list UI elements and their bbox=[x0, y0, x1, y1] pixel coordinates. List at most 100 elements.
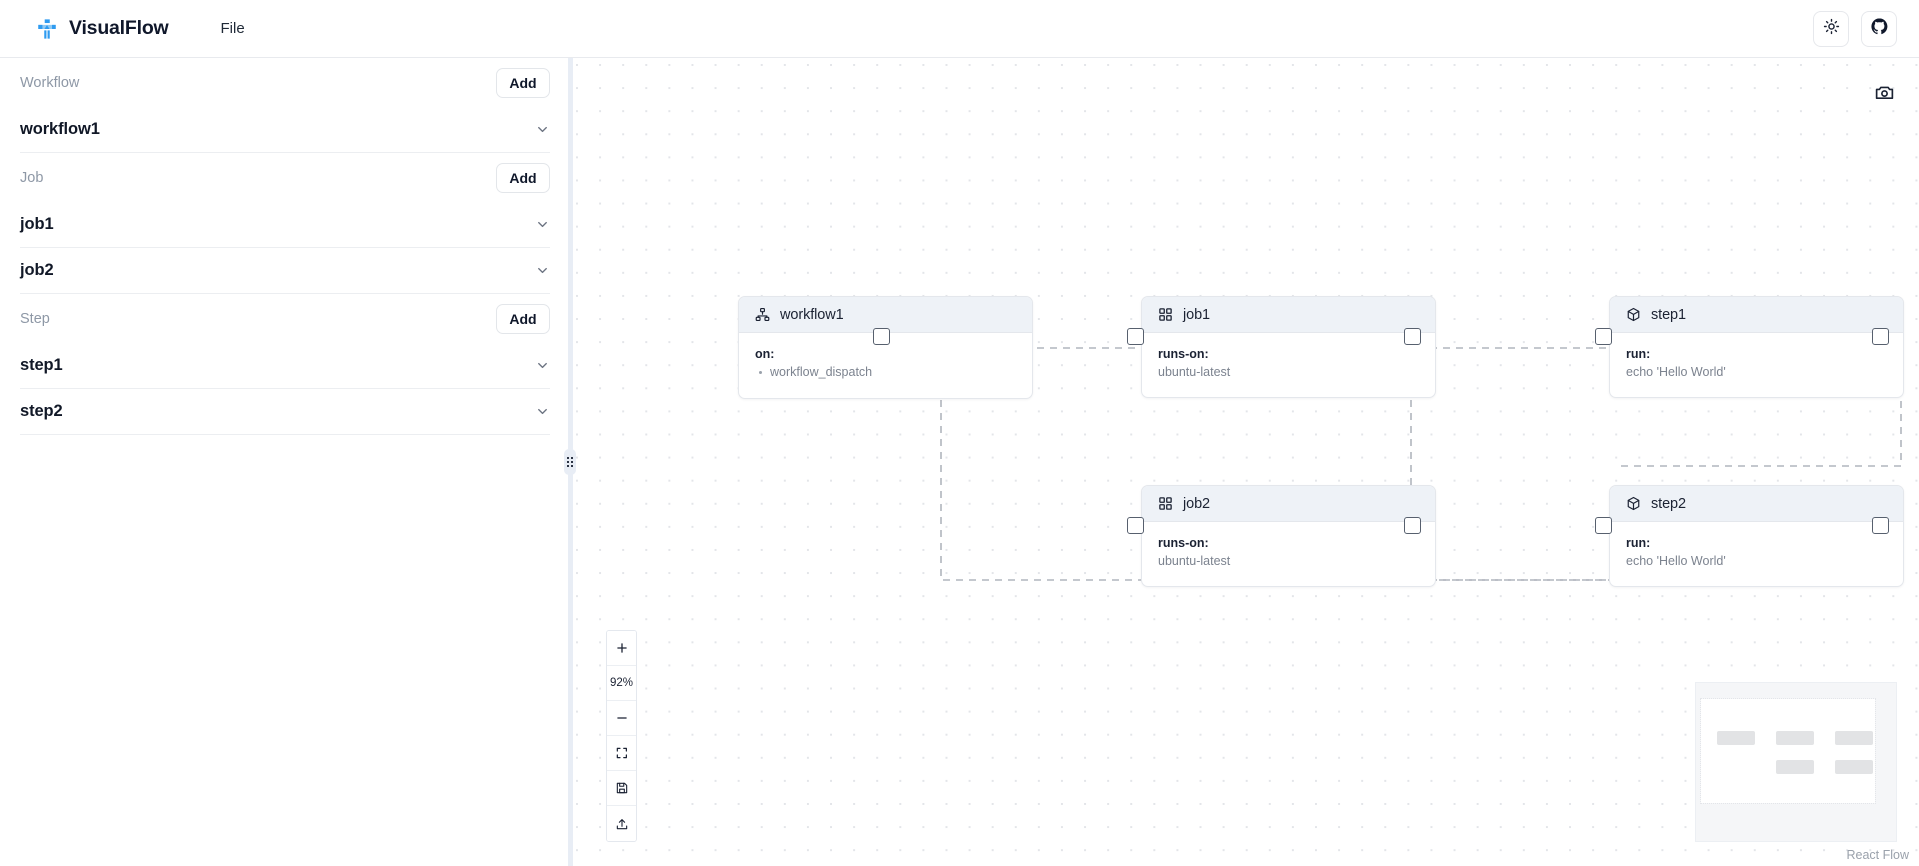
theme-toggle-button[interactable] bbox=[1813, 10, 1849, 47]
node-title: workflow1 bbox=[780, 306, 844, 323]
sidebar-item-job2[interactable]: job2 bbox=[20, 248, 550, 294]
handle-step1-target[interactable] bbox=[1595, 328, 1612, 345]
hierarchy-icon bbox=[755, 307, 770, 322]
sidebar-item-label: job2 bbox=[20, 261, 54, 279]
app-header: VisualFlow File bbox=[0, 0, 1919, 58]
flow-canvas[interactable]: workflow1 on: workflow_dispatch bbox=[571, 58, 1919, 866]
chevron-down-icon[interactable] bbox=[535, 217, 550, 232]
cube-icon bbox=[1626, 496, 1641, 511]
node-body: run: echo 'Hello World' bbox=[1610, 333, 1903, 397]
github-link-button[interactable] bbox=[1861, 10, 1897, 47]
chevron-down-icon[interactable] bbox=[535, 358, 550, 373]
minus-icon bbox=[615, 711, 629, 725]
node-value: ubuntu-latest bbox=[1158, 553, 1231, 568]
minimap-node bbox=[1776, 760, 1814, 774]
chevron-down-icon[interactable] bbox=[535, 263, 550, 278]
node-body: on: workflow_dispatch bbox=[739, 333, 1032, 398]
node-title: job1 bbox=[1183, 306, 1211, 323]
node-value-list: workflow_dispatch bbox=[755, 363, 1016, 382]
app-body: Workflow Add workflow1 Job Add job1 bbox=[0, 58, 1919, 866]
export-button[interactable] bbox=[607, 806, 636, 841]
plus-icon bbox=[615, 641, 629, 655]
node-key: run: bbox=[1626, 347, 1651, 361]
node-step2[interactable]: step2 run: echo 'Hello World' bbox=[1609, 485, 1904, 587]
menu-file[interactable]: File bbox=[220, 20, 245, 37]
sidebar-item-job1[interactable]: job1 bbox=[20, 202, 550, 248]
sidebar-item-step1[interactable]: step1 bbox=[20, 343, 550, 389]
app-title: VisualFlow bbox=[69, 17, 169, 39]
cube-icon bbox=[1626, 307, 1641, 322]
chevron-down-icon[interactable] bbox=[535, 122, 550, 137]
node-value: echo 'Hello World' bbox=[1626, 553, 1726, 568]
add-step-button[interactable]: Add bbox=[496, 303, 550, 334]
handle-step1-source[interactable] bbox=[1872, 328, 1889, 345]
sun-icon bbox=[1823, 18, 1840, 40]
minimap[interactable] bbox=[1695, 682, 1897, 842]
sidebar-section-title-workflow: Workflow bbox=[20, 74, 80, 91]
github-icon bbox=[1870, 17, 1889, 41]
node-value: echo 'Hello World' bbox=[1626, 364, 1726, 379]
node-step1[interactable]: step1 run: echo 'Hello World' bbox=[1609, 296, 1904, 398]
canvas-controls: 92% bbox=[606, 630, 637, 842]
save-button[interactable] bbox=[607, 771, 636, 806]
node-key: runs-on: bbox=[1158, 347, 1209, 361]
minimap-viewport[interactable] bbox=[1700, 698, 1876, 804]
flow-tree-icon bbox=[36, 18, 58, 40]
sidebar-item-step2[interactable]: step2 bbox=[20, 389, 550, 435]
minimap-node bbox=[1717, 731, 1755, 745]
handle-job1-source[interactable] bbox=[1404, 328, 1421, 345]
sidebar-section-step-header: Step Add bbox=[20, 294, 550, 343]
header-actions bbox=[1813, 10, 1897, 47]
node-header: job1 bbox=[1142, 297, 1435, 333]
handle-step2-source[interactable] bbox=[1872, 517, 1889, 534]
sidebar-resize-handle[interactable] bbox=[564, 58, 576, 866]
add-job-button[interactable]: Add bbox=[496, 162, 550, 193]
fit-view-button[interactable] bbox=[607, 736, 636, 771]
menu-bar: File bbox=[209, 15, 257, 42]
sidebar-item-label: step1 bbox=[20, 356, 63, 374]
node-title: step1 bbox=[1651, 306, 1686, 323]
chevron-down-icon[interactable] bbox=[535, 404, 550, 419]
sidebar-section-title-job: Job bbox=[20, 169, 44, 186]
handle-step2-target[interactable] bbox=[1595, 517, 1612, 534]
node-job2[interactable]: job2 runs-on: ubuntu-latest bbox=[1141, 485, 1436, 587]
grip-dots-icon bbox=[564, 449, 576, 475]
sidebar: Workflow Add workflow1 Job Add job1 bbox=[0, 58, 571, 866]
sidebar-section-job-header: Job Add bbox=[20, 153, 550, 202]
node-job1[interactable]: job1 runs-on: ubuntu-latest bbox=[1141, 296, 1436, 398]
sidebar-item-label: job1 bbox=[20, 215, 54, 233]
minimap-node bbox=[1776, 731, 1814, 745]
camera-icon bbox=[1874, 82, 1895, 108]
list-item: workflow_dispatch bbox=[755, 363, 1016, 382]
sidebar-section-title-step: Step bbox=[20, 310, 50, 327]
react-flow-attribution[interactable]: React Flow bbox=[1846, 848, 1909, 862]
handle-workflow1-source[interactable] bbox=[873, 328, 890, 345]
node-body: runs-on: ubuntu-latest bbox=[1142, 333, 1435, 397]
handle-job1-target[interactable] bbox=[1127, 328, 1144, 345]
node-title: job2 bbox=[1183, 495, 1211, 512]
sidebar-item-workflow1[interactable]: workflow1 bbox=[20, 107, 550, 153]
node-header: step1 bbox=[1610, 297, 1903, 333]
node-key: runs-on: bbox=[1158, 536, 1209, 550]
handle-job2-source[interactable] bbox=[1404, 517, 1421, 534]
zoom-out-button[interactable] bbox=[607, 701, 636, 736]
node-key: on: bbox=[755, 347, 775, 361]
sidebar-item-label: step2 bbox=[20, 402, 63, 420]
add-workflow-button[interactable]: Add bbox=[496, 67, 550, 98]
grid-squares-icon bbox=[1158, 496, 1173, 511]
screenshot-button[interactable] bbox=[1871, 82, 1897, 108]
handle-job2-target[interactable] bbox=[1127, 517, 1144, 534]
node-key: run: bbox=[1626, 536, 1651, 550]
node-workflow1[interactable]: workflow1 on: workflow_dispatch bbox=[738, 296, 1033, 399]
sidebar-section-workflow-header: Workflow Add bbox=[20, 58, 550, 107]
node-header: job2 bbox=[1142, 486, 1435, 522]
brand: VisualFlow bbox=[36, 17, 169, 40]
minimap-node bbox=[1835, 760, 1873, 774]
sidebar-item-label: workflow1 bbox=[20, 120, 100, 138]
node-body: run: echo 'Hello World' bbox=[1610, 522, 1903, 586]
zoom-in-button[interactable] bbox=[607, 631, 636, 666]
node-value: ubuntu-latest bbox=[1158, 364, 1231, 379]
node-header: workflow1 bbox=[739, 297, 1032, 333]
node-body: runs-on: ubuntu-latest bbox=[1142, 522, 1435, 586]
